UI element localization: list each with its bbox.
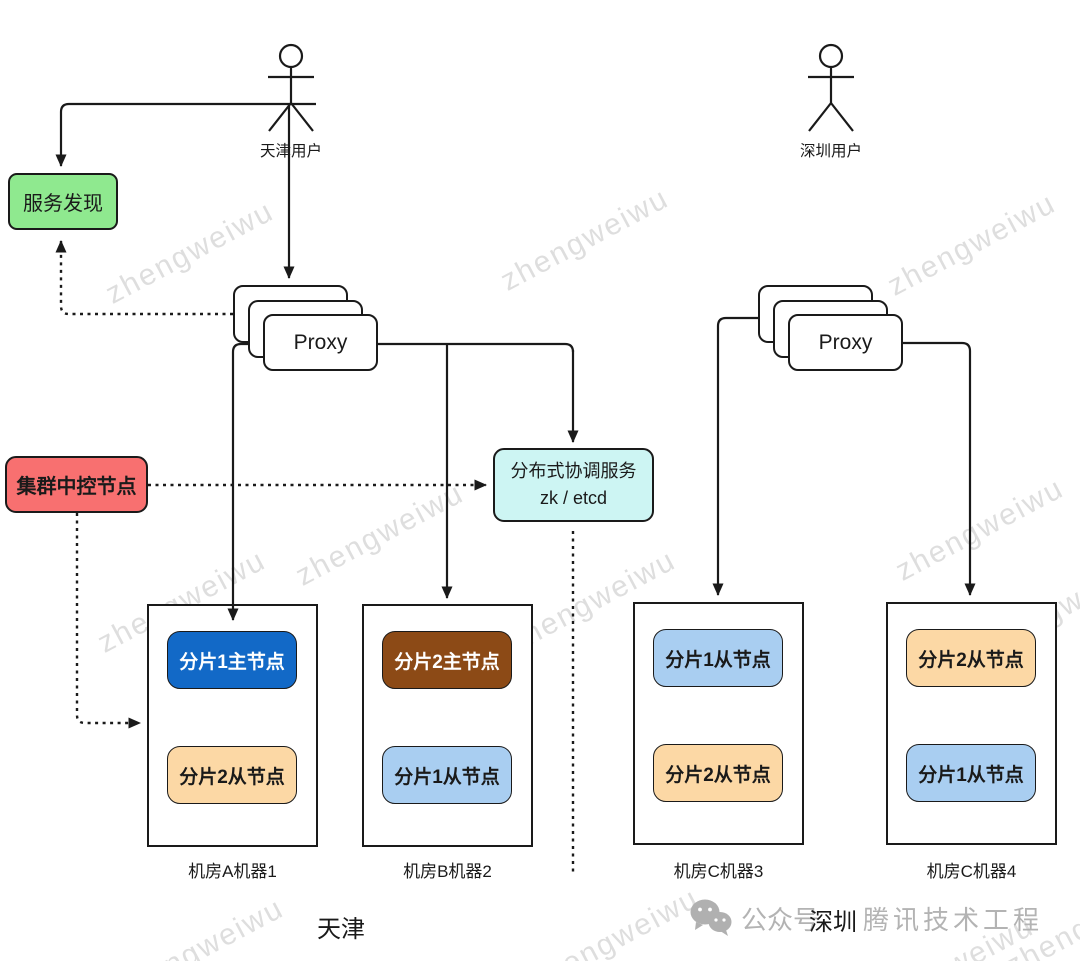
- machine-box-c4: 分片2从节点 分片1从节点: [886, 602, 1057, 845]
- watermark-text: zhengweiwu: [495, 181, 675, 298]
- cluster-control-node-box: 集群中控节点: [5, 456, 148, 513]
- shenzhen-proxy-box: Proxy: [788, 314, 903, 371]
- coordination-service-box: 分布式协调服务 zk / etcd: [493, 448, 654, 522]
- node-shard2-slave: 分片2从节点: [906, 629, 1036, 687]
- footer-account-name: 腾讯技术工程: [863, 905, 1044, 935]
- shenzhen-user-label: 深圳用户: [799, 143, 862, 160]
- node-shard2-slave: 分片2从节点: [653, 744, 783, 802]
- watermark-text: zhengweiwu: [890, 471, 1070, 588]
- service-discovery-box: 服务发现: [8, 173, 118, 230]
- machine-box-c3: 分片1从节点 分片2从节点: [633, 602, 804, 845]
- node-shard2-slave: 分片2从节点: [167, 746, 297, 804]
- shenzhen-user-figure: [808, 43, 854, 132]
- node-shard1-slave: 分片1从节点: [382, 746, 512, 804]
- machine-label-c3: 机房C机器3: [673, 862, 764, 881]
- footer-account-prefix: 公众号: [741, 905, 820, 935]
- machine-label-c4: 机房C机器4: [926, 862, 1017, 881]
- node-shard2-master: 分片2主节点: [382, 631, 512, 689]
- watermark-text: zhengweiwu: [882, 186, 1062, 303]
- machine-label-b2: 机房B机器2: [403, 862, 492, 881]
- machine-box-b2: 分片2主节点 分片1从节点: [362, 604, 533, 847]
- watermark-text: zhengweiwu: [110, 891, 290, 961]
- tianjin-proxy-box: Proxy: [263, 314, 378, 371]
- wechat-icon: [690, 899, 732, 936]
- watermark-text: zhengweiwu: [290, 476, 470, 593]
- node-shard1-slave: 分片1从节点: [906, 744, 1036, 802]
- coordination-service-subtitle: zk / etcd: [539, 488, 608, 508]
- node-shard1-master: 分片1主节点: [167, 631, 297, 689]
- edge-szproxy-to-machine3: [712, 316, 790, 596]
- region-label-tianjin: 天津: [317, 916, 365, 943]
- watermark-text: zhengweiwu: [525, 881, 705, 961]
- coordination-service-title: 分布式协调服务: [510, 461, 637, 481]
- machine-box-a1: 分片1主节点 分片2从节点: [147, 604, 318, 847]
- tianjin-user-figure: [268, 43, 314, 132]
- node-shard1-slave: 分片1从节点: [653, 629, 783, 687]
- region-label-shenzhen: 深圳: [809, 909, 857, 936]
- machine-label-a1: 机房A机器1: [188, 862, 277, 881]
- tianjin-user-label: 天津用户: [259, 143, 322, 160]
